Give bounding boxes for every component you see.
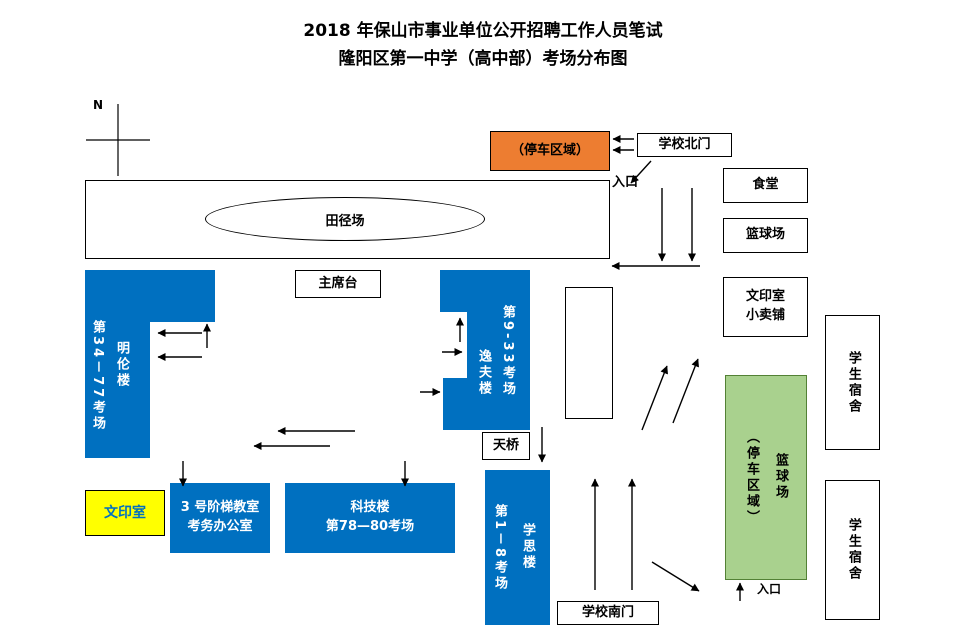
south-gate-label: 学校南门 (581, 604, 634, 620)
basketball-parking-name-label: 篮球场 (773, 453, 788, 501)
xuesi-building (485, 470, 550, 625)
rostrum: 主席台 (295, 270, 381, 298)
student-dorm-south-label: 学生宿舍 (845, 518, 861, 582)
basketball-parking-area (725, 375, 807, 580)
lecture-hall-label: 3 号阶梯教室 (180, 500, 260, 516)
north-gate-label: 学校北门 (658, 136, 711, 152)
overpass-bridge-label: 天桥 (492, 437, 519, 453)
tech-building: 科技楼 第78—80考场 (285, 483, 455, 553)
kiosk-label: 小卖铺 (745, 308, 785, 323)
page-title: 2018 年保山市事业单位公开招聘工作人员笔试 (303, 21, 663, 41)
yifu-building-top-wing (440, 270, 468, 312)
south-entrance-label: 入口 (757, 582, 782, 596)
arrow-diagonal-se-entrance (651, 561, 700, 592)
print-room-label: 文印室 (104, 504, 146, 521)
compass-north-label: N (93, 98, 104, 112)
canteen-label: 食堂 (752, 177, 779, 193)
yifu-building-bottom-wing (443, 378, 468, 430)
student-dorm-north: 学生宿舍 (825, 315, 880, 450)
print-shop-kiosk: 文印室 小卖铺 (723, 277, 808, 337)
basketball-parking-note-label: （停车区域） (744, 430, 759, 526)
student-dorm-north-label: 学生宿舍 (845, 350, 861, 415)
minglun-rooms-label: 第34－77考场 (90, 319, 105, 433)
exam-office-label: 考务办公室 (187, 519, 253, 534)
student-dorm-south: 学生宿舍 (825, 480, 880, 620)
print-room: 文印室 (85, 490, 165, 536)
yifu-rooms-label: 第9-33考场 (500, 305, 515, 398)
yifu-building-main (467, 270, 530, 430)
minglun-name-label: 明伦楼 (114, 340, 129, 389)
north-parking-label: （停车区域） (510, 142, 589, 158)
unlabeled-building (565, 287, 613, 419)
track-field-label: 田径场 (325, 213, 365, 229)
xuesi-rooms-label: 第1－8考场 (492, 503, 507, 593)
tech-building-name-label: 科技楼 (350, 500, 390, 516)
north-gate: 学校北门 (637, 133, 732, 157)
canteen: 食堂 (723, 168, 808, 203)
track-field-oval: 田径场 (205, 197, 485, 241)
overpass-bridge: 天桥 (482, 432, 530, 460)
xuesi-name-label: 学思楼 (520, 522, 535, 571)
arrow-diagonal-ne-2 (672, 358, 699, 424)
tech-building-rooms-label: 第78—80考场 (325, 519, 415, 534)
south-gate: 学校南门 (557, 601, 659, 625)
lecture-hall-office: 3 号阶梯教室 考务办公室 (170, 483, 270, 553)
basketball-court: 篮球场 (723, 218, 808, 253)
rostrum-label: 主席台 (318, 275, 358, 291)
minglun-building-wing (85, 270, 150, 458)
print-shop-label: 文印室 (745, 289, 785, 305)
page-subtitle: 隆阳区第一中学（高中部）考场分布图 (338, 49, 628, 69)
basketball-court-label: 篮球场 (745, 227, 785, 243)
yifu-name-label: 逸夫楼 (476, 349, 491, 397)
north-parking-area: （停车区域） (490, 131, 610, 171)
north-entrance-label: 入口 (612, 175, 639, 190)
arrow-diagonal-ne-1 (641, 365, 668, 431)
